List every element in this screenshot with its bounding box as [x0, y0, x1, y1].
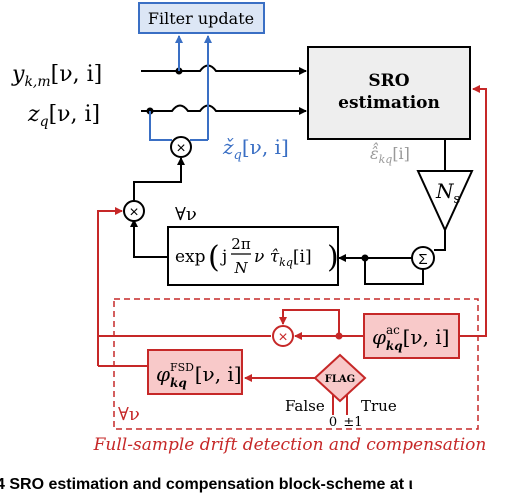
blue-line-to-multiplier	[149, 111, 172, 141]
svg-text:ν τ̂kq[i]: ν τ̂kq[i]	[254, 247, 312, 269]
z-signal-line	[141, 104, 307, 115]
left-mult-to-top-mult	[133, 157, 185, 201]
flag-label: FLAG	[325, 374, 355, 385]
y-signal-label: yk,m[ν, i]	[11, 62, 102, 90]
multiplier-top-symbol: ×	[176, 140, 185, 157]
sum-feedback-loop	[364, 257, 424, 285]
fsd-region	[113, 298, 479, 430]
flag-false-label: False	[285, 397, 325, 415]
sro-label-line1: SRO	[368, 71, 409, 91]
flag-true-label: True	[361, 397, 397, 415]
multiplier-left-symbol: ×	[129, 204, 138, 221]
phi-fsd-block	[147, 349, 243, 395]
ns-label: Ns	[435, 179, 460, 207]
forall-top-label: ∀ν	[175, 204, 197, 225]
red-top-loop	[279, 309, 340, 336]
exp-to-left-multiplier	[130, 219, 168, 258]
svg-text:): )	[327, 240, 339, 275]
svg-text:(: (	[208, 240, 220, 275]
svg-text:N: N	[233, 259, 248, 277]
exp-block	[167, 226, 339, 286]
flag-zero-label: 0	[329, 415, 337, 430]
red-feedback-to-sro	[459, 85, 487, 337]
svg-text:2π: 2π	[231, 235, 251, 253]
flag-pm-one-label: ±1	[343, 415, 362, 430]
svg-text:exp: exp	[175, 247, 206, 267]
sum-symbol: Σ	[418, 251, 427, 268]
ns-triangle	[416, 170, 474, 233]
sro-estimation-block	[307, 46, 471, 140]
ns-to-sum-line	[434, 230, 446, 251]
eps-label: ε̂̂kq[i]	[370, 143, 410, 166]
multiplier-red-symbol: ×	[278, 329, 287, 346]
sro-label-line2: estimation	[338, 93, 440, 113]
flag-diamond	[313, 353, 367, 403]
phi-ac-block	[363, 313, 460, 359]
red-line-to-left-multiplier	[97, 207, 123, 366]
forall-bottom-label: ∀ν	[118, 404, 140, 425]
multiplier-red	[272, 325, 294, 347]
filter-update-label: Filter update	[148, 9, 254, 28]
exp-formula: exp ( j 2π N ν τ̂kq[i] )	[175, 235, 339, 277]
z-signal-label: zq[ν, i]	[27, 102, 100, 130]
filter-update-block	[138, 2, 265, 34]
y-signal-line	[141, 66, 306, 72]
svg-text:j: j	[220, 247, 227, 267]
fsd-region-caption: Full-sample drift detection and compensa…	[93, 435, 487, 455]
ztilde-label: žq[ν, i]	[222, 135, 289, 163]
figure-caption: 4 SRO estimation and compensation block-…	[0, 476, 413, 493]
